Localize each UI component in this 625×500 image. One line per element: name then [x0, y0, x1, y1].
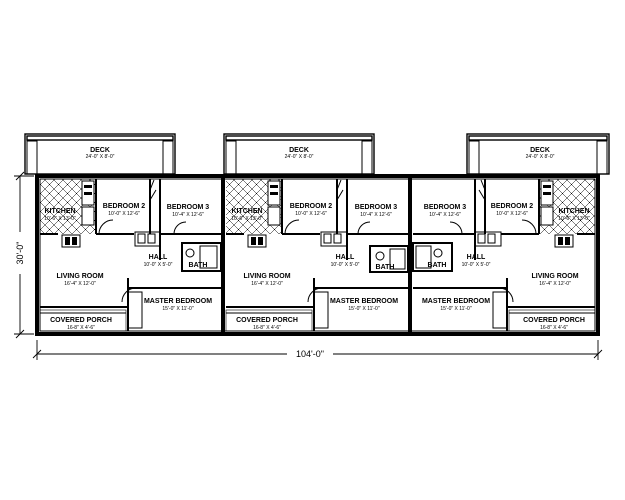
- kitchen-label: KITCHEN: [231, 208, 262, 215]
- master-bedroom-label: MASTER BEDROOM: [330, 298, 398, 305]
- deck-left: DECK 24'-0" X 8'-0": [24, 133, 176, 175]
- bedroom2-size: 10'-0" X 12'-6": [295, 211, 327, 217]
- living-room-size: 16'-4" X 12'-0": [251, 281, 283, 287]
- dimension-depth: 30'-0": [12, 171, 34, 339]
- hall-label: HALL: [467, 254, 486, 261]
- porch-label: COVERED PORCH: [236, 317, 298, 324]
- kitchen-size: 10'-6" X 13'-0": [231, 216, 263, 222]
- bath-label: BATH: [428, 262, 447, 269]
- living-room-label: LIVING ROOM: [531, 273, 578, 280]
- deck-label: DECK: [530, 147, 550, 154]
- porch-label: COVERED PORCH: [50, 317, 112, 324]
- bedroom2-size: 10'-0" X 12'-6": [496, 211, 528, 217]
- living-room-label: LIVING ROOM: [243, 273, 290, 280]
- kitchen-size: 10'-6" X 13'-0": [558, 216, 590, 222]
- bedroom3-label: BEDROOM 3: [424, 204, 467, 211]
- master-bedroom-label: MASTER BEDROOM: [422, 298, 490, 305]
- deck-size: 24'-0" X 8'-0": [86, 154, 115, 160]
- living-room-label: LIVING ROOM: [56, 273, 103, 280]
- unit-right: KITCHEN 10'-6" X 13'-0" BEDROOM 2 10'-0"…: [412, 179, 596, 332]
- hall-size: 10'-0" X 5'-0": [462, 262, 491, 268]
- master-bedroom-size: 15'-0" X 11'-0": [440, 306, 471, 312]
- hall-label: HALL: [336, 254, 355, 261]
- bedroom2-label: BEDROOM 2: [103, 203, 146, 210]
- living-room-size: 16'-4" X 12'-0": [64, 281, 96, 287]
- bedroom3-label: BEDROOM 3: [167, 204, 210, 211]
- porch-size: 16-8" X 4'-6": [540, 325, 568, 331]
- bedroom3-size: 10'-4" X 12'-6": [360, 212, 392, 218]
- bath-label: BATH: [376, 264, 395, 271]
- bedroom3-label: BEDROOM 3: [355, 204, 398, 211]
- hall-size: 10'-0" X 5'-0": [331, 262, 360, 268]
- deck-size: 24'-0" X 8'-0": [526, 154, 555, 160]
- porch-size: 16-8" X 4'-6": [67, 325, 95, 331]
- overall-width-label: 104'-0": [296, 349, 324, 359]
- deck-size: 24'-0" X 8'-0": [285, 154, 314, 160]
- exterior-walls: [35, 174, 600, 336]
- living-room-size: 16'-4" X 12'-0": [539, 281, 571, 287]
- unit-middle: KITCHEN 10'-6" X 13'-0" BEDROOM 2 10'-0"…: [225, 179, 409, 332]
- bedroom2-label: BEDROOM 2: [491, 203, 534, 210]
- bedroom3-size: 10'-4" X 12'-6": [172, 212, 204, 218]
- hall-size: 10'-0" X 5'-0": [144, 262, 173, 268]
- master-bedroom-label: MASTER BEDROOM: [144, 298, 212, 305]
- unit-left: KITCHEN 10'-6" X 13'-0" BEDROOM 2 10'-0"…: [39, 179, 222, 332]
- bath-label: BATH: [189, 262, 208, 269]
- porch-label: COVERED PORCH: [523, 317, 585, 324]
- bedroom2-size: 10'-0" X 12'-6": [108, 211, 140, 217]
- kitchen-size: 10'-6" X 13'-0": [44, 216, 76, 222]
- deck-label: DECK: [289, 147, 309, 154]
- deck-label: DECK: [90, 147, 110, 154]
- kitchen-label: KITCHEN: [44, 208, 75, 215]
- hall-label: HALL: [149, 254, 168, 261]
- kitchen-label: KITCHEN: [558, 208, 589, 215]
- bedroom2-label: BEDROOM 2: [290, 203, 333, 210]
- overall-depth-label: 30'-0": [15, 242, 25, 265]
- dimension-width: 104'-0": [32, 340, 603, 360]
- master-bedroom-size: 15'-0" X 11'-0": [348, 306, 379, 312]
- master-bedroom-size: 15'-0" X 11'-0": [162, 306, 193, 312]
- porch-size: 16-8" X 4'-6": [253, 325, 281, 331]
- deck-right: DECK 24'-0" X 8'-0": [466, 133, 610, 175]
- deck-middle: DECK 24'-0" X 8'-0": [223, 133, 375, 175]
- bedroom3-size: 10'-4" X 12'-6": [429, 212, 461, 218]
